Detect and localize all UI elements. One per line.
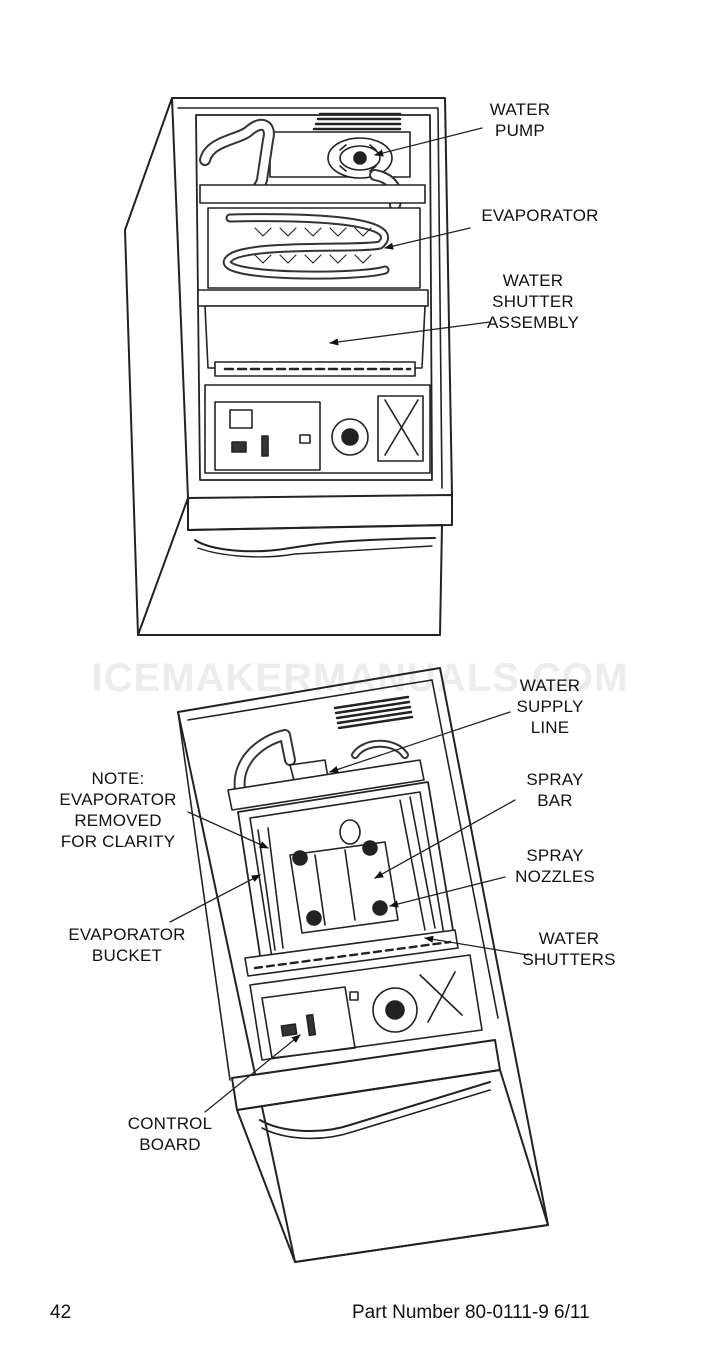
bottom-bin-door xyxy=(236,1069,549,1263)
water-shutters-label-line-2: SHUTTERS xyxy=(522,950,616,969)
spray-nozzles-part xyxy=(292,840,388,926)
water-pump-label-line-1: WATER xyxy=(489,100,551,119)
note-label: NOTE: EVAPORATOR REMOVED FOR CLARITY xyxy=(48,768,188,852)
control-board-leader xyxy=(204,1034,301,1113)
evaporator-bucket-label: EVAPORATOR BUCKET xyxy=(52,924,202,966)
spray-bar-part xyxy=(289,819,399,934)
part-number: Part Number 80-0111-9 6/11 xyxy=(352,1302,590,1323)
water-pump-part xyxy=(269,131,411,179)
evaporator-leader xyxy=(384,227,471,250)
page-number: 42 xyxy=(50,1302,72,1323)
water-shutters-part xyxy=(244,929,459,977)
evaporator-bucket-label-line-2: BUCKET xyxy=(91,946,163,965)
top-control-board-area xyxy=(204,384,431,474)
note-label-line-2: EVAPORATOR xyxy=(59,790,177,809)
spray-nozzles-label-line-2: NOZZLES xyxy=(515,867,595,886)
water-shutters-leader xyxy=(424,935,529,956)
water-supply-line-label: WATER SUPPLY LINE xyxy=(500,675,600,738)
top-vent-grille xyxy=(312,112,402,131)
top-bin-door xyxy=(137,524,443,636)
spray-bar-label-line-2: BAR xyxy=(537,791,573,810)
water-shutter-leader xyxy=(329,321,491,346)
top-cabinet-side-panel xyxy=(124,97,189,636)
control-board-label-line-1: CONTROL xyxy=(127,1114,213,1133)
top-ice-machine-drawing xyxy=(124,97,453,636)
water-shutter-assembly-part xyxy=(197,289,429,377)
water-shutter-assembly-label: WATER SHUTTER ASSEMBLY xyxy=(473,270,593,333)
water-shutters-label-line-1: WATER xyxy=(538,929,600,948)
note-leader xyxy=(187,811,269,849)
spray-nozzles-label-line-1: SPRAY xyxy=(526,846,584,865)
water-supply-line-label-line-1: WATER xyxy=(519,676,581,695)
water-shutters-label: WATER SHUTTERS xyxy=(514,928,624,970)
bottom-cabinet-outline xyxy=(177,667,549,1263)
spray-nozzles-label: SPRAY NOZZLES xyxy=(505,845,605,887)
spray-bar-label: SPRAY BAR xyxy=(505,769,605,811)
control-board-label-line-2: BOARD xyxy=(139,1135,201,1154)
spray-nozzles-leader xyxy=(389,876,506,908)
control-board-label: CONTROL BOARD xyxy=(115,1113,225,1155)
spray-bar-leader xyxy=(374,799,516,879)
bottom-bin-handle xyxy=(259,1081,491,1133)
bottom-ice-machine-drawing xyxy=(177,667,549,1263)
note-label-line-3: REMOVED xyxy=(74,811,162,830)
water-pump-label: WATER PUMP xyxy=(470,99,570,141)
note-label-line-4: FOR CLARITY xyxy=(60,832,176,851)
top-bin-handle xyxy=(194,537,436,553)
evaporator-bucket-label-line-1: EVAPORATOR xyxy=(68,925,186,944)
bottom-vent-grille xyxy=(333,695,414,730)
water-shutter-label-line-1: WATER xyxy=(502,271,564,290)
bottom-control-board-area xyxy=(249,954,483,1061)
spray-bar-label-line-1: SPRAY xyxy=(526,770,584,789)
water-shutter-label-line-2: SHUTTER xyxy=(492,292,574,311)
evaporator-part xyxy=(207,207,421,289)
evaporator-label: EVAPORATOR xyxy=(481,206,599,225)
water-supply-line-leader xyxy=(329,711,511,773)
note-label-line-1: NOTE: xyxy=(91,769,145,788)
water-supply-line-label-line-3: LINE xyxy=(530,718,570,737)
evaporator-bucket-leader xyxy=(169,874,261,923)
top-bin-front xyxy=(187,494,453,531)
water-pump-leader xyxy=(374,127,483,157)
water-shutter-label-line-3: ASSEMBLY xyxy=(487,313,579,332)
water-pump-label-line-2: PUMP xyxy=(495,121,545,140)
water-supply-line-label-line-2: SUPPLY xyxy=(516,697,584,716)
